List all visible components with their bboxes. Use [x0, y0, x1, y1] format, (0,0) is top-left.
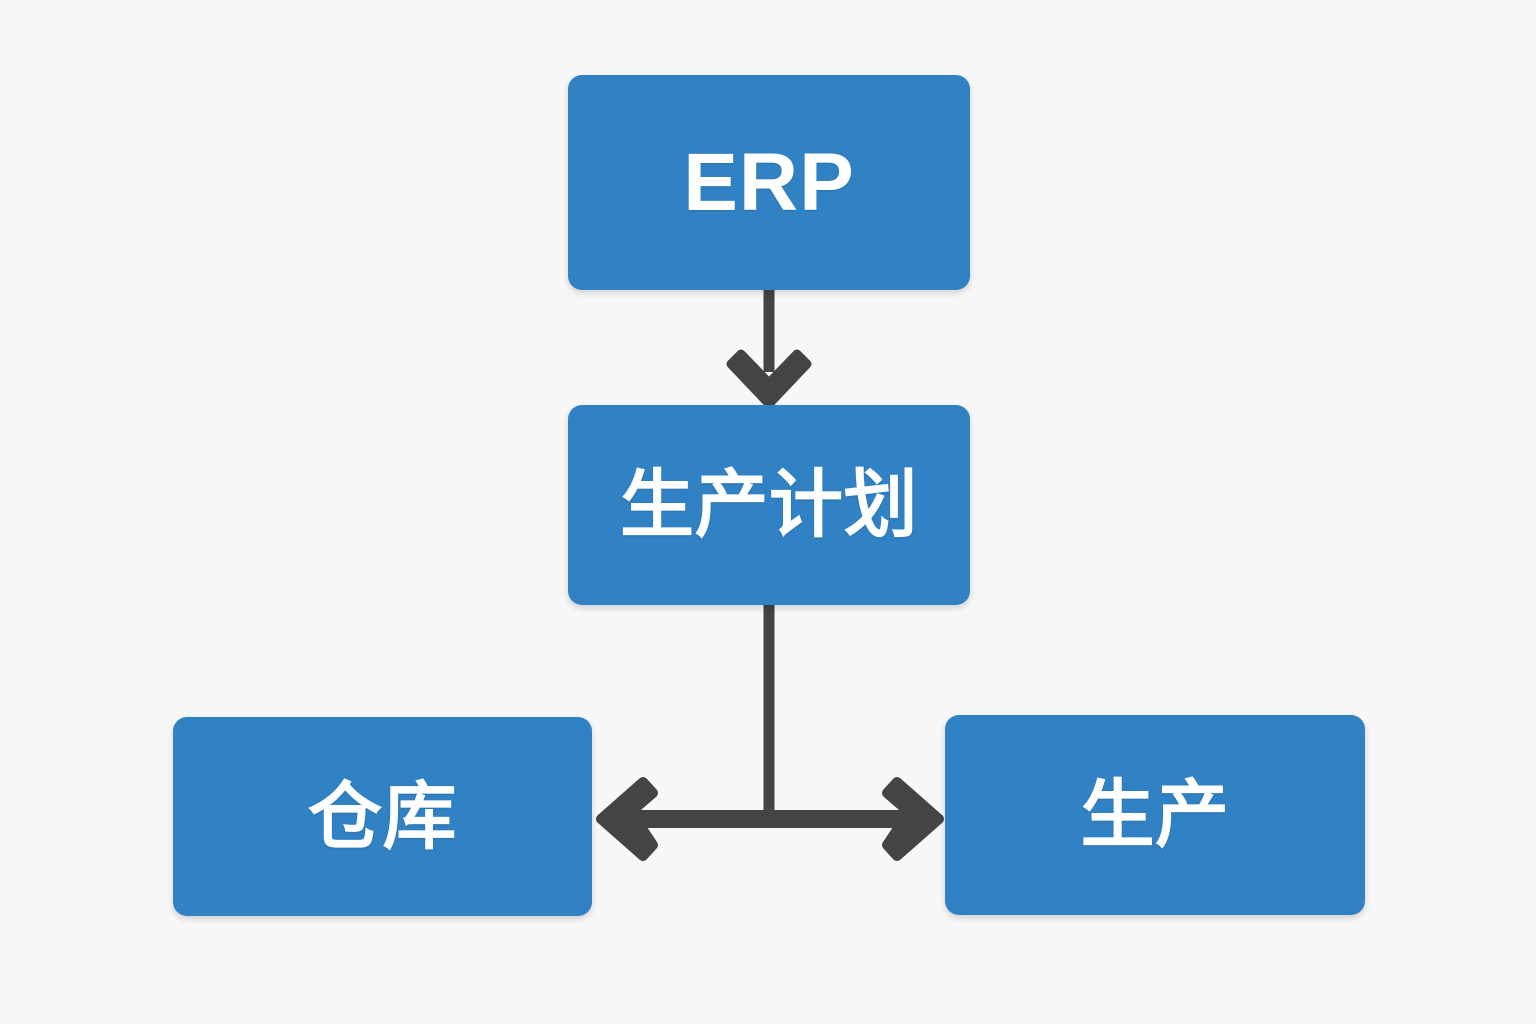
node-production[interactable]: 生产	[945, 715, 1365, 915]
arrowhead-left-icon	[596, 777, 658, 861]
node-production-plan[interactable]: 生产计划	[568, 405, 970, 605]
node-production-label: 生产	[1080, 773, 1230, 856]
arrowhead-down-icon	[726, 349, 812, 409]
node-warehouse-label: 仓库	[308, 774, 457, 858]
connector-warehouse-production-link	[596, 777, 944, 861]
node-production-plan-label: 生产计划	[620, 463, 918, 546]
connector-erp-to-production-plan	[726, 290, 812, 409]
node-erp[interactable]: ERP	[568, 75, 970, 290]
arrowhead-right-icon	[882, 777, 944, 861]
node-erp-label: ERP	[683, 136, 855, 228]
node-warehouse[interactable]: 仓库	[173, 717, 592, 916]
